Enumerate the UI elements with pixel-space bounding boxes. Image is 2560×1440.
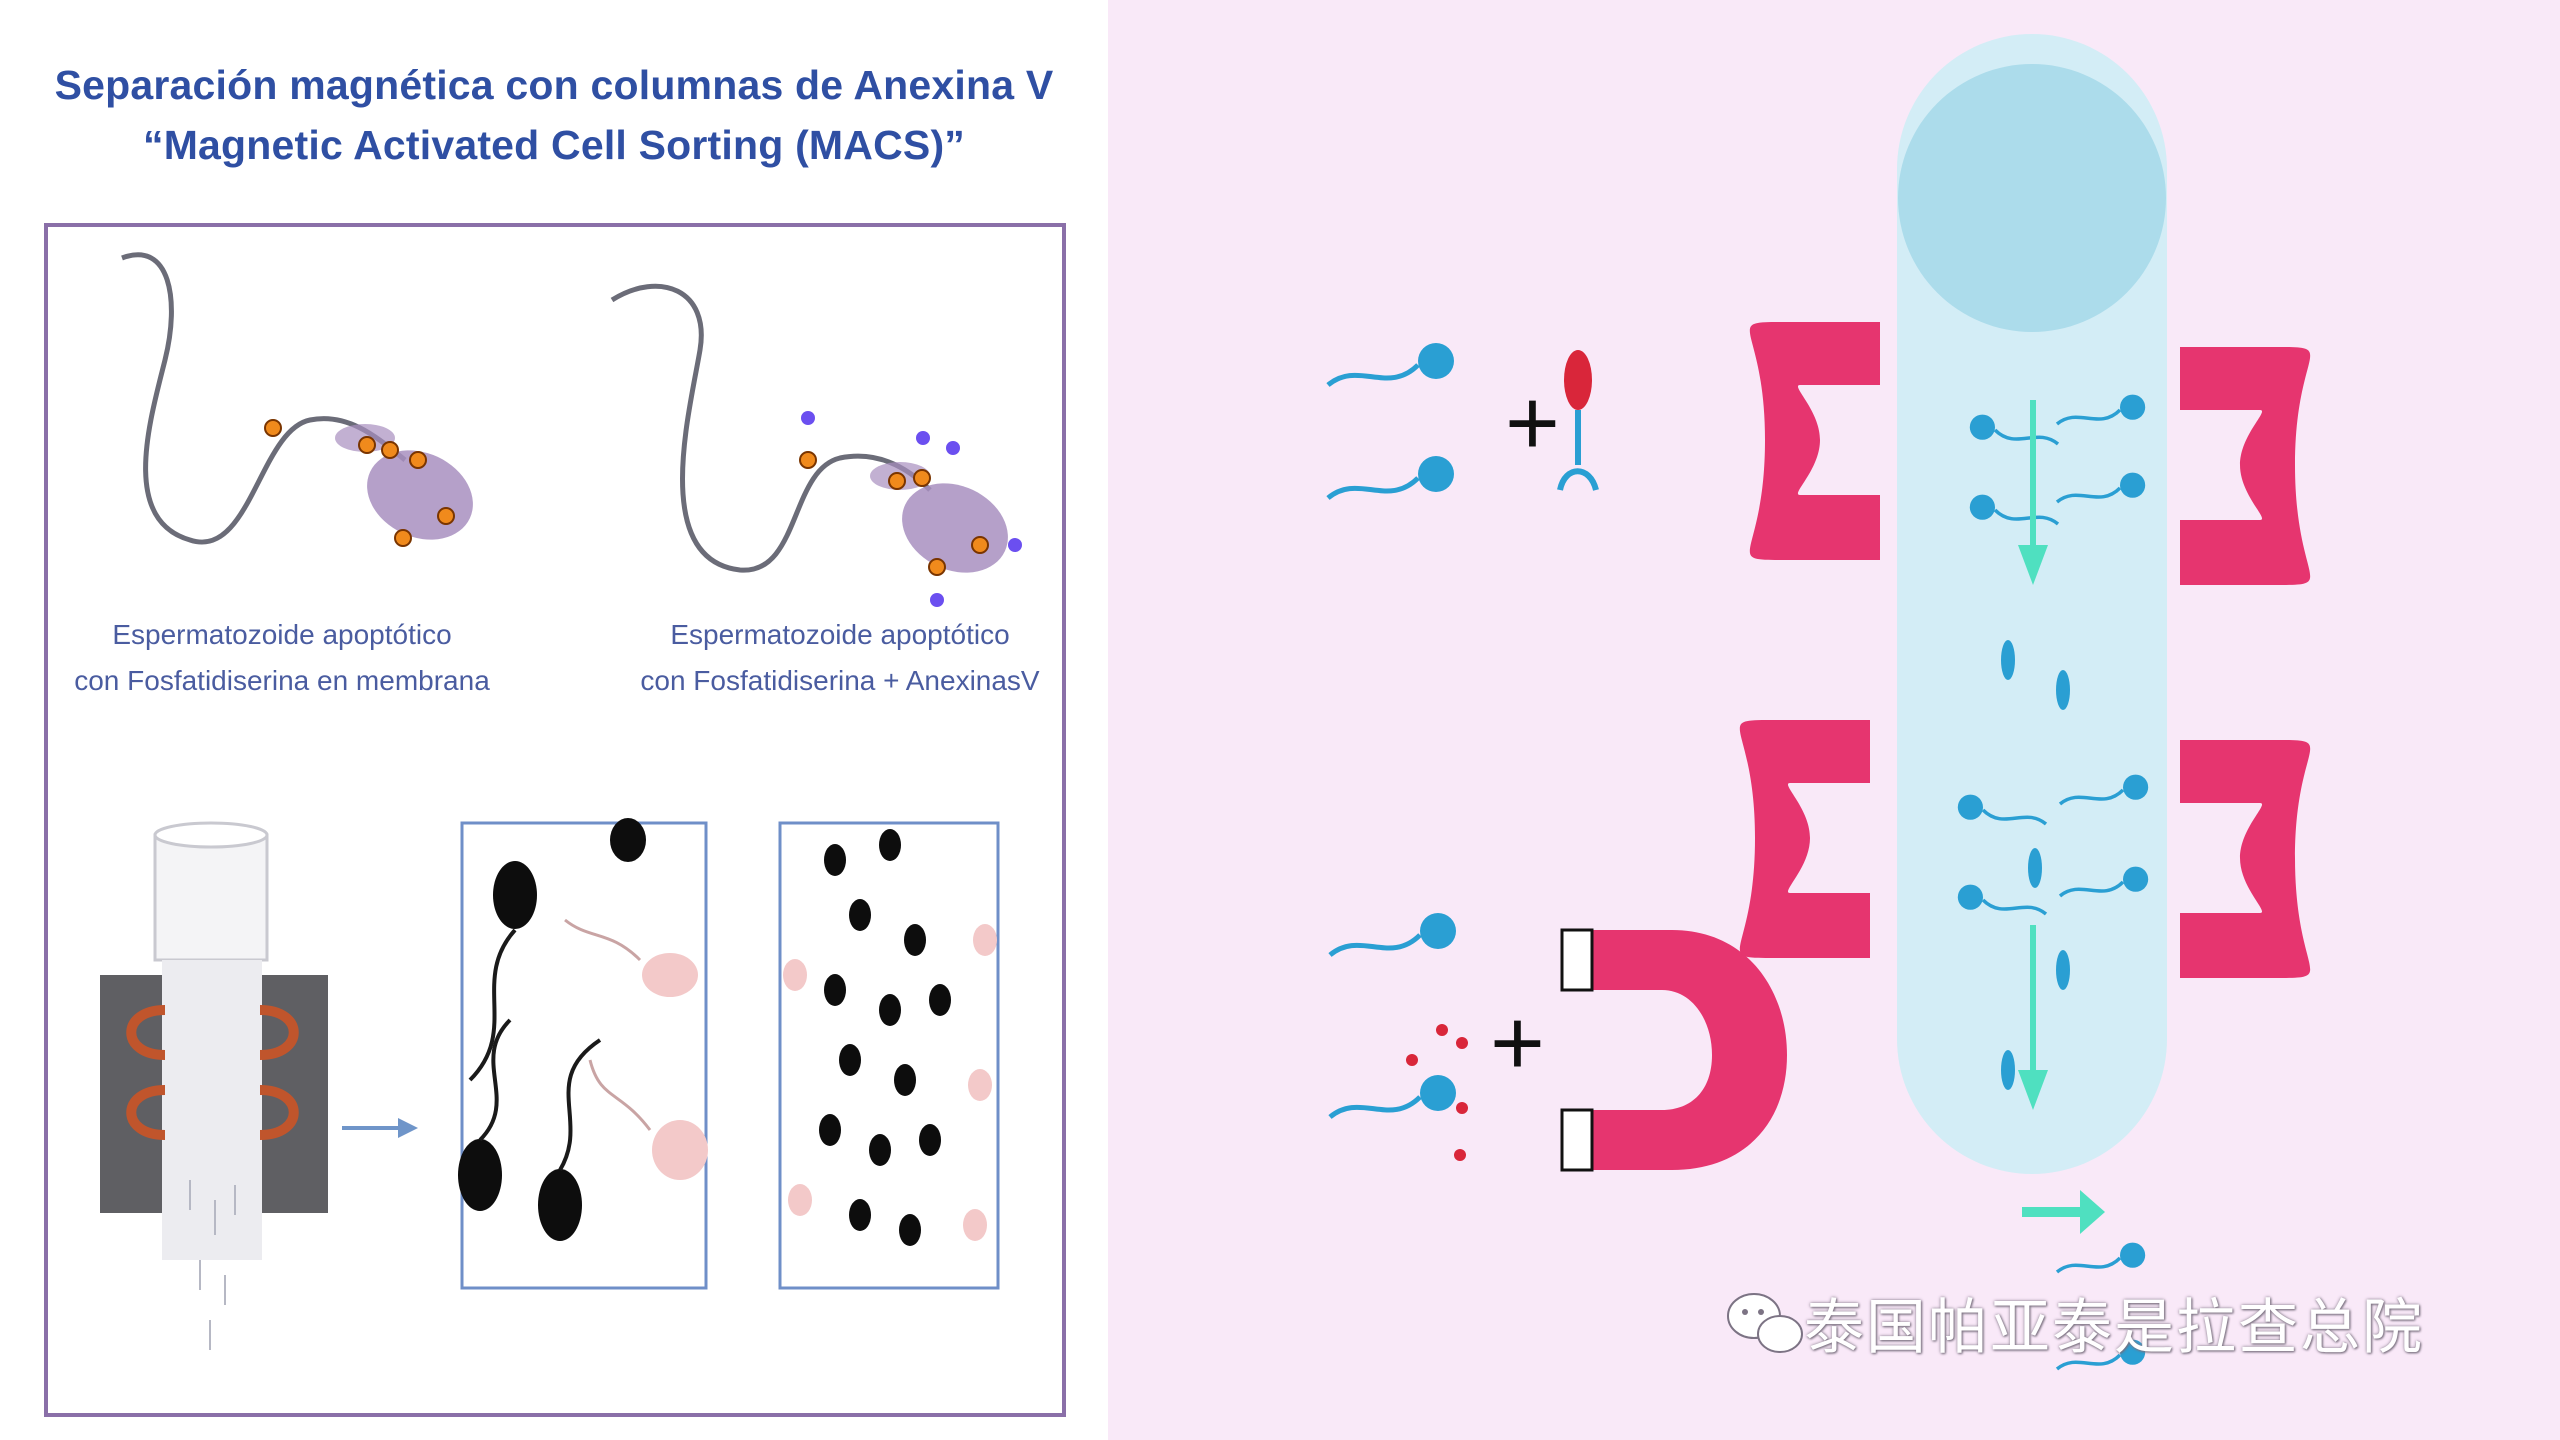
magnetic-column-device: [100, 821, 418, 1350]
caption-b-line-2: con Fosfatidiserina + AnexinasV: [640, 665, 1040, 696]
sorted-sample-panel-1: [458, 818, 708, 1290]
caption-a-line-2: con Fosfatidiserina en membrana: [74, 665, 490, 696]
wechat-icon: [1727, 1293, 1803, 1353]
normal-sperm-reactant: [1328, 343, 1454, 498]
watermark-text: 泰国帕亚泰是拉查总院: [1804, 1292, 2424, 1363]
watermark: 泰国帕亚泰是拉查总院: [1720, 1282, 2424, 1363]
macs-illustration: [44, 223, 1066, 1417]
diagram-title-line-2: “Magnetic Activated Cell Sorting (MACS)”: [143, 122, 965, 168]
magnet-left-top: [1749, 322, 1880, 560]
magnet-icon: [1560, 928, 1787, 1172]
apoptotic-sperm-b: [610, 283, 1022, 607]
caption-sperm-b: Espermatozoide apoptótico con Fosfatidis…: [590, 612, 1090, 704]
phosphatidylserine-markers: [264, 419, 455, 547]
plus-sign-2: +: [1490, 990, 1545, 1095]
annexin-v-markers: [801, 411, 1022, 607]
left-panel: Separación magnética con columnas de Ane…: [0, 0, 1108, 1440]
caption-b-line-1: Espermatozoide apoptótico: [670, 619, 1010, 650]
illustration-frame: [44, 223, 1066, 1417]
flow-arrows: [2018, 400, 2105, 1234]
caption-a-line-1: Espermatozoide apoptótico: [112, 619, 452, 650]
magnet-right-top: [2180, 347, 2311, 585]
magnet-right-bottom: [2180, 740, 2311, 978]
magnet-left-bottom: [1739, 720, 1870, 958]
annexin-v-bead-icon: [1557, 350, 1599, 491]
column-magnets: [1739, 322, 2311, 978]
plus-sign-1: +: [1505, 370, 1560, 475]
sorted-sample-panel-2: [778, 821, 1000, 1290]
labeled-sperm-reactant: [1330, 913, 1468, 1161]
diagram-title-line-1: Separación magnética con columnas de Ane…: [54, 62, 1054, 108]
flowing-sperm: [2001, 640, 2070, 1090]
caption-sperm-a: Espermatozoide apoptótico con Fosfatidis…: [32, 612, 532, 704]
apoptotic-sperm-a: [121, 252, 473, 547]
